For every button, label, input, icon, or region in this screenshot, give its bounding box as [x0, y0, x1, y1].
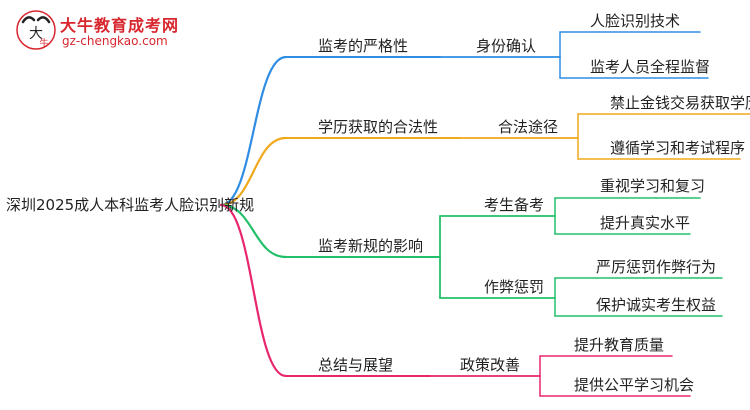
branch-2-leaf-2: 遵循学习和考试程序	[610, 139, 746, 157]
branch-4-leaf-2: 提供公平学习机会	[574, 376, 695, 394]
branch-4-leaf-1: 提升教育质量	[574, 336, 665, 354]
logo-url[interactable]: gz-chengkao.com	[62, 34, 168, 48]
svg-text:大: 大	[29, 26, 43, 42]
branch-1-leaf-2: 监考人员全程监督	[590, 58, 711, 76]
branch-1-label: 监考的严格性	[318, 37, 409, 55]
branch-3-sub-2-label: 作弊惩罚	[484, 278, 545, 296]
bull-logo-icon: 大 牛	[16, 10, 56, 50]
branch-4-sub-1-label: 政策改善	[460, 356, 521, 374]
branch-3-leaf-2: 提升真实水平	[600, 214, 691, 232]
logo-title: 大牛教育成考网	[60, 16, 180, 35]
root-node: 深圳2025成人本科监考人脸识别新规	[6, 196, 255, 214]
branch-3-leaf-3: 严厉惩罚作弊行为	[596, 258, 717, 276]
branch-4-label: 总结与展望	[318, 356, 394, 374]
branch-2-sub-1-label: 合法途径	[498, 118, 559, 136]
branch-4-connector	[219, 203, 288, 378]
branch-1-leaf-1: 人脸识别技术	[590, 12, 681, 30]
branch-3-sub-1-label: 考生备考	[484, 196, 545, 214]
branch-3-connector	[219, 203, 288, 259]
branch-3-label: 监考新规的影响	[318, 237, 424, 255]
branch-1-sub-1-label: 身份确认	[476, 37, 537, 55]
branch-2-label: 学历获取的合法性	[318, 118, 439, 136]
site-logo[interactable]: 大 牛 大牛教育成考网 gz-chengkao.com	[14, 8, 204, 58]
branch-1-connector	[219, 55, 288, 207]
branch-3-leaf-1: 重视学习和复习	[600, 177, 706, 195]
branch-2-leaf-1: 禁止金钱交易获取学历	[610, 94, 750, 112]
svg-text:牛: 牛	[39, 37, 48, 49]
branch-2-connector	[219, 136, 288, 207]
branch-3-leaf-4: 保护诚实考生权益	[596, 296, 717, 314]
